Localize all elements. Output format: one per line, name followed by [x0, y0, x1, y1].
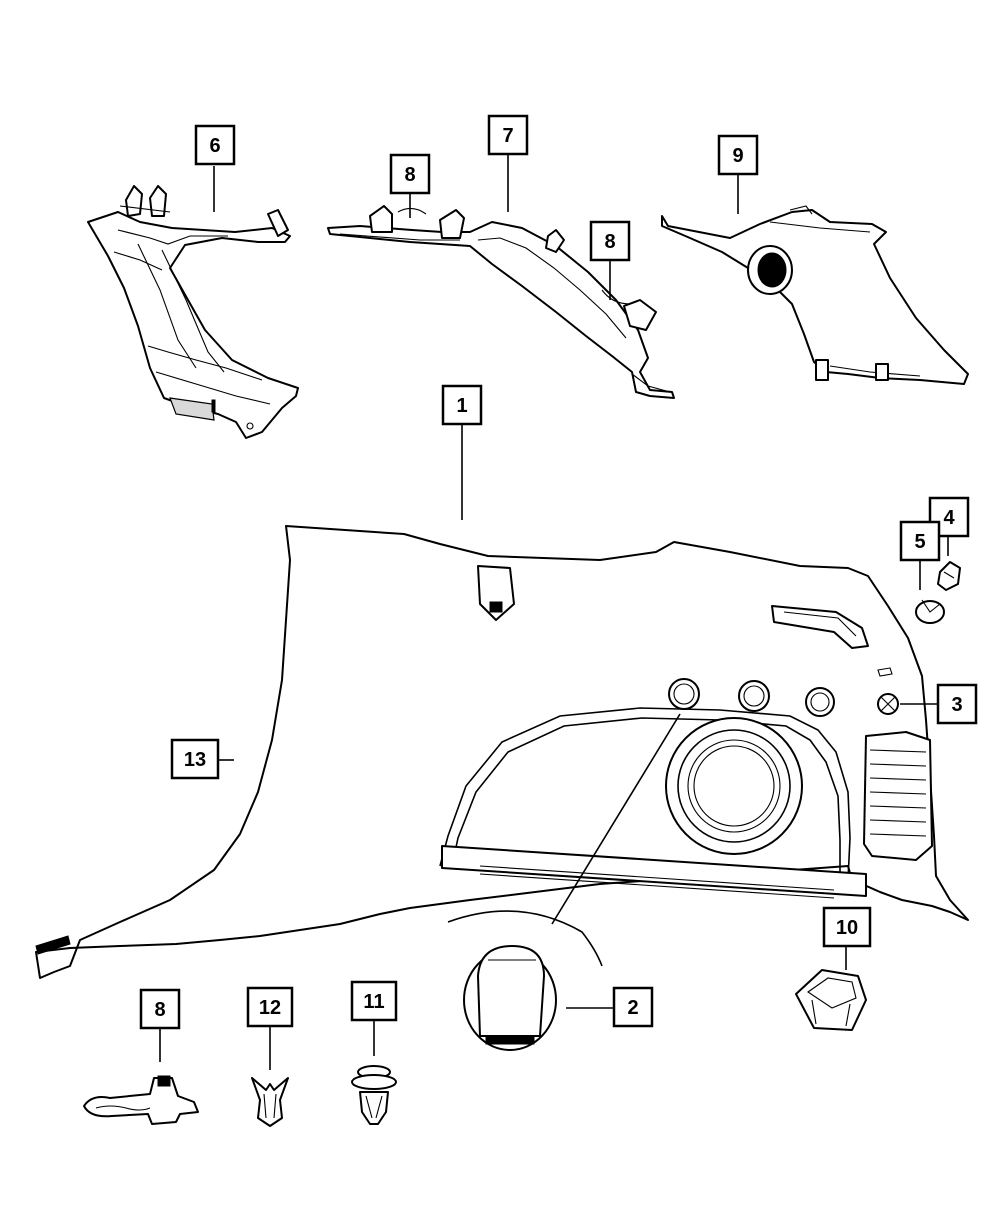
callout-4-label: 4: [943, 507, 955, 529]
callout-7-label: 7: [502, 125, 513, 147]
callout-10: 10: [822, 906, 872, 948]
part-12-push-pin: [251, 1077, 289, 1127]
callout-8-upper-right: 8: [589, 220, 631, 262]
leader-lines: [159, 154, 949, 1070]
part-7-upper-quarter-trim: [327, 205, 675, 399]
callout-3-label: 3: [951, 694, 962, 716]
callout-1: 1: [441, 384, 483, 426]
callout-1-label: 1: [456, 395, 467, 417]
callout-2-label: 2: [627, 997, 638, 1019]
callout-8-upper-left-label: 8: [404, 164, 415, 186]
callout-8-upper-right-label: 8: [604, 231, 615, 253]
part-10-storage-bin: [795, 969, 867, 1031]
callout-11: 11: [350, 980, 398, 1022]
part-8-clip-detail: [83, 1075, 199, 1125]
callout-5: 5: [899, 520, 941, 562]
part-13-quarter-trim-panel: [35, 525, 969, 979]
callout-3: 3: [936, 683, 978, 725]
callout-10-label: 10: [836, 917, 858, 939]
part-2-strap-detail: [447, 910, 603, 1051]
callout-7: 7: [487, 114, 529, 156]
callout-5-label: 5: [914, 531, 925, 553]
callout-12: 12: [246, 986, 294, 1028]
callout-6-label: 6: [209, 135, 220, 157]
callout-8-lower-label: 8: [154, 999, 165, 1021]
callout-9-label: 9: [732, 145, 743, 167]
callout-2: 2: [612, 986, 654, 1028]
part-11-push-clip: [351, 1065, 397, 1125]
callout-12-label: 12: [259, 997, 281, 1019]
callout-8-upper-left: 8: [389, 153, 431, 195]
callout-9: 9: [717, 134, 759, 176]
callout-13: 13: [170, 738, 220, 780]
callout-8-lower: 8: [139, 988, 181, 1030]
part-9-d-pillar-trim: [661, 205, 969, 385]
callout-13-label: 13: [184, 749, 206, 771]
part-5-fastener: [915, 599, 945, 624]
part-4-fastener: [937, 561, 961, 591]
part-6-c-pillar-trim: [87, 185, 299, 439]
callout-11-label: 11: [363, 991, 384, 1013]
callout-6: 6: [194, 124, 236, 166]
